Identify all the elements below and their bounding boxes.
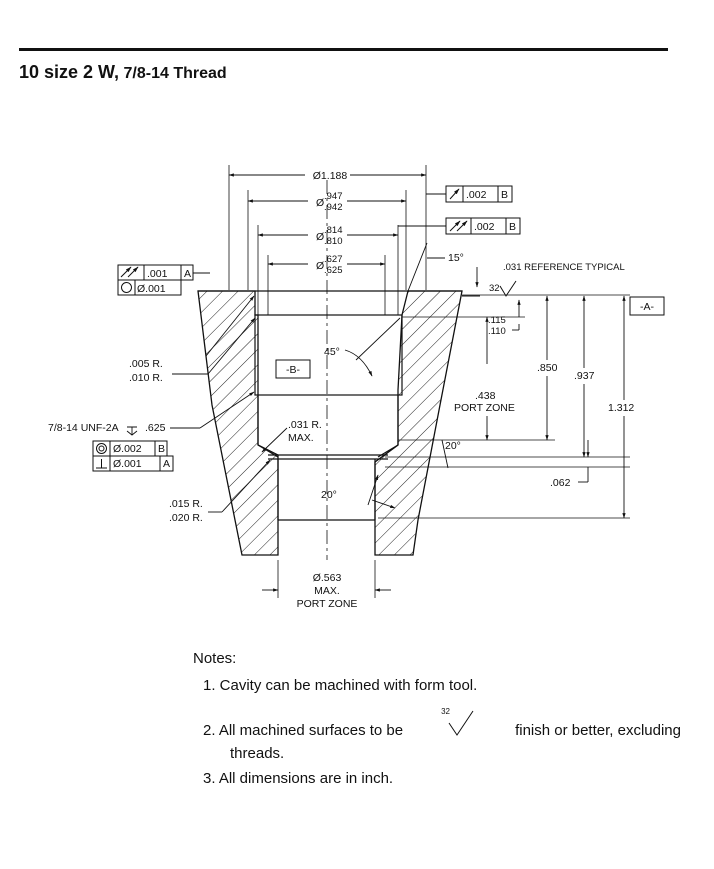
dia-810-label: .810 [324, 236, 343, 247]
fcf-top-datum: B [501, 189, 508, 201]
fcf-left-top-arrow [205, 295, 255, 357]
notes-heading: Notes: [193, 650, 237, 667]
angle-20b-label: 20° [321, 489, 337, 501]
angle-15-label: 15° [448, 252, 464, 264]
fcf-perp-datum: A [163, 458, 170, 470]
r-020-label: .020 R. [169, 512, 203, 524]
angle-20a-line [441, 439, 449, 469]
fcf-runout-top [445, 185, 513, 203]
r-005-label: .005 R. [129, 358, 163, 370]
dim-115-label: .115 [488, 315, 506, 326]
right-wall-section [374, 290, 463, 556]
notes-section: Notes: 1. Cavity can be machined with fo… [193, 650, 683, 790]
dia-563-label: Ø.563 [313, 572, 342, 584]
fcf-mid-datum: B [509, 221, 516, 233]
angle-45-arc [344, 349, 373, 377]
note-3: 3. All dimensions are in inch. [203, 770, 394, 787]
note-2-part-b: finish or better, excluding [515, 722, 681, 739]
note-2-part-c: threads. [230, 745, 285, 762]
dim-937-label: .937 [574, 370, 595, 382]
r-015-label: .015 R. [169, 498, 203, 510]
angle-20b-arrow [371, 499, 396, 509]
note-2-part-a: 2. All machined surfaces to be [203, 722, 404, 739]
fcf-top-value: .002 [466, 189, 487, 201]
dia-627-label: .627 [324, 254, 343, 265]
angle-20b-line [367, 474, 379, 506]
fcf-left-lower [92, 440, 174, 472]
fcf-left-runout-datum: A [184, 268, 191, 280]
extension-lines [228, 165, 630, 598]
dim-850-label: .850 [537, 362, 558, 374]
fcf-perp-value: Ø.001 [113, 458, 142, 470]
dim-110-label: .110 [488, 326, 506, 337]
fcf-left-circ-value: Ø.001 [137, 283, 166, 295]
thread-label: 7/8-14 UNF-2A [48, 422, 119, 434]
r-031-arrow [261, 427, 288, 453]
r-031-label: .031 R. [288, 419, 322, 431]
finish-check-icon [499, 280, 517, 297]
dia-1188-label: Ø1.188 [313, 170, 348, 182]
chamfer-line-15 [407, 242, 428, 292]
max2-label: MAX. [314, 585, 340, 597]
fcf-conc-datum: B [158, 443, 165, 455]
dia-sym-814: Ø [316, 231, 324, 243]
r-010-label: .010 R. [129, 372, 163, 384]
r-005-arrow [207, 317, 256, 375]
title-main: 10 size 2 W, [19, 62, 120, 82]
finish-symbol-value: 32 [441, 707, 450, 716]
port-zone2-label: PORT ZONE [297, 598, 358, 610]
datum-b-label: -B- [286, 364, 301, 376]
fcf-left-runout-value: .001 [147, 268, 168, 280]
datum-a-box [629, 296, 665, 316]
r-015-arrow [221, 459, 271, 513]
diameter-dim-lines [228, 173, 427, 592]
thread-depth-label: .625 [145, 422, 166, 434]
port-zone-label: PORT ZONE [454, 402, 515, 414]
fcf-mid-value: .002 [474, 221, 495, 233]
finish-32-label: 32 [489, 283, 500, 294]
finish-symbol-icon: 32 [441, 707, 477, 739]
fcf-left-top [117, 264, 194, 296]
dia-sym-947: Ø [316, 197, 324, 209]
depth-icon [126, 426, 138, 436]
datum-b-box [275, 359, 311, 379]
dia-sym-627: Ø [316, 260, 324, 272]
title-sub: 7/8-14 Thread [123, 65, 227, 82]
ref-typical-label: .031 REFERENCE TYPICAL [503, 262, 625, 273]
dim-438-label: .438 [475, 390, 496, 402]
dia-942-label: .942 [324, 202, 343, 213]
vertical-dim-lines [485, 295, 626, 519]
cavity-outline [198, 290, 462, 521]
angle-20a-label: 20° [445, 440, 461, 452]
note-2: 2. All machined surfaces to be 32 finish… [193, 707, 683, 762]
dia-947-label: .947 [324, 191, 343, 202]
dim-062-label: .062 [550, 477, 571, 489]
thread-arrow [199, 391, 255, 429]
left-wall-section [197, 290, 279, 556]
dim-1312-label: 1.312 [608, 402, 634, 414]
dia-814-label: .814 [324, 225, 343, 236]
max-label: MAX. [288, 432, 314, 444]
angle-45-line [355, 317, 401, 361]
dia-625-label: .625 [324, 265, 343, 276]
cavity-drawing: Ø1.188 Ø .947 .942 Ø .814 .810 Ø .627 .6… [48, 165, 665, 610]
title-rule [19, 48, 668, 51]
fcf-conc-value: Ø.002 [113, 443, 142, 455]
page-title: 10 size 2 W, 7/8-14 Thread [19, 62, 227, 83]
note-1: 1. Cavity can be machined with form tool… [203, 677, 478, 694]
datum-a-label: -A- [640, 301, 655, 313]
angle-45-label: 45° [324, 346, 340, 358]
